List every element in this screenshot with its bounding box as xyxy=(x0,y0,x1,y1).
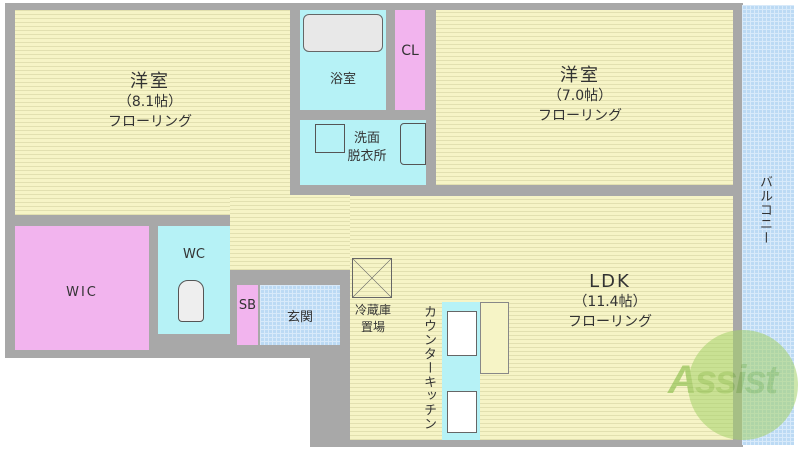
room-ldk xyxy=(350,196,733,440)
shoe-box xyxy=(237,285,258,345)
walk-in-closet xyxy=(15,226,149,350)
toilet-icon xyxy=(178,280,204,322)
entrance-label: 玄関 xyxy=(286,310,313,325)
bathtub-icon xyxy=(303,14,383,52)
sink-icon xyxy=(447,311,477,356)
balcony-label: バルコニー xyxy=(757,175,772,245)
kitchen-label: カウンターキッチン xyxy=(421,305,436,431)
washbasin-icon xyxy=(400,123,426,165)
bath-label: 浴室 xyxy=(329,72,356,87)
fridge-space-icon xyxy=(352,258,392,298)
western1-label: 洋室（8.1帖）フローリング xyxy=(108,71,192,131)
wc-label: WC xyxy=(183,247,205,262)
closet xyxy=(395,10,425,110)
assist-logo: Assist xyxy=(668,330,798,440)
entrance xyxy=(260,285,340,345)
wic-label: WIC xyxy=(66,285,98,300)
fridge-label: 冷蔵庫 置場 xyxy=(354,303,391,334)
washing-machine-icon xyxy=(315,124,345,153)
room-western-2 xyxy=(436,10,733,185)
ldk-label: LDK（11.4帖）フローリング xyxy=(568,271,652,331)
room-western-1 xyxy=(15,10,290,215)
hallway xyxy=(230,195,350,270)
western2-label: 洋室（7.0帖）フローリング xyxy=(538,65,622,125)
sb-label: SB xyxy=(238,298,257,313)
closet-label: CL xyxy=(401,43,419,59)
stove-icon xyxy=(447,391,477,433)
washroom-label: 洗面 脱衣所 xyxy=(347,131,387,164)
